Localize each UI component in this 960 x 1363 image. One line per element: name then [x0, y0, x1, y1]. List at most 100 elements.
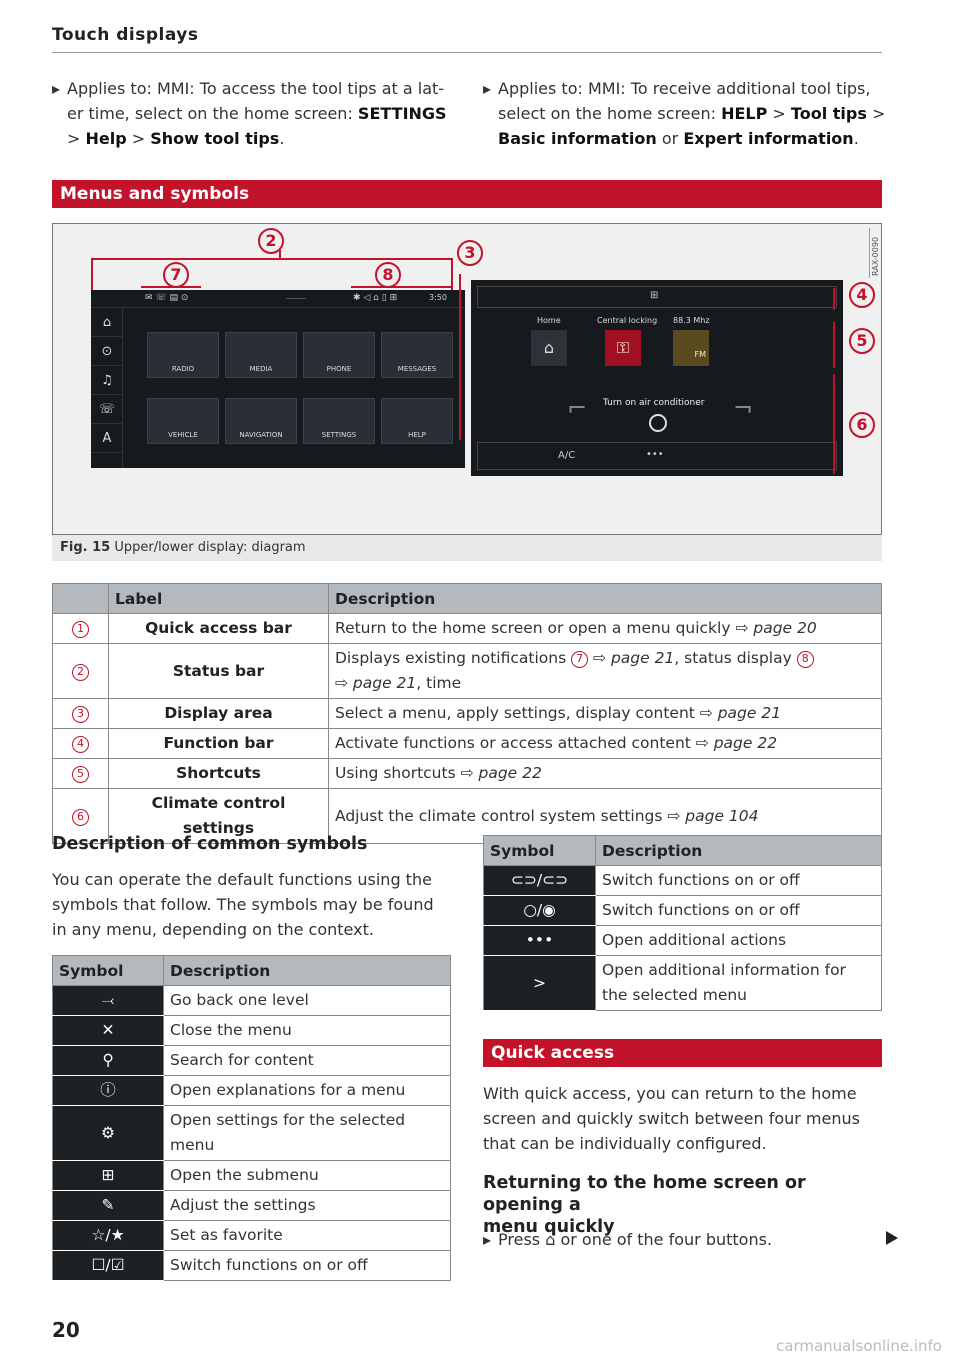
tile-radio[interactable]: RADIO: [147, 332, 219, 378]
tile-settings[interactable]: SETTINGS: [303, 398, 375, 444]
home-icon: ⌂: [545, 1230, 556, 1249]
symbol-desc: Open additional actions: [595, 925, 882, 956]
section-quick-access: Quick access: [483, 1039, 882, 1067]
desc-line: menu: [170, 1136, 215, 1154]
callout-3: 3: [457, 240, 483, 266]
header-symbol: Symbol: [52, 955, 164, 986]
checkbox-icon: ☐/☑: [52, 1250, 164, 1281]
page-ref[interactable]: ⇨ page 22: [460, 764, 542, 782]
bullet-icon: ▸: [483, 79, 492, 98]
tile-media[interactable]: MEDIA: [225, 332, 297, 378]
leader-line: [833, 288, 835, 310]
radio-icon[interactable]: ⊙: [91, 337, 123, 366]
tile-navigation[interactable]: NAVIGATION: [225, 398, 297, 444]
intro-line: in any menu, depending on the context.: [52, 920, 374, 939]
or: or: [656, 129, 684, 148]
tile-messages[interactable]: MESSAGES: [381, 332, 453, 378]
intro-right-expert: Expert information: [683, 129, 854, 148]
figure-caption: Fig. 15 Upper/lower display: diagram: [52, 535, 882, 561]
table-row: 5 Shortcuts Using shortcuts ⇨ page 22: [52, 758, 882, 789]
caption-text: Upper/lower display: diagram: [114, 540, 306, 555]
page-ref[interactable]: ⇨ page 21: [699, 704, 782, 722]
shortcut-locking-icon[interactable]: ⚿: [605, 330, 641, 366]
table-row: ☆/★Set as favorite: [52, 1220, 451, 1251]
chevron-right-icon: >: [483, 955, 596, 1011]
phone-icon[interactable]: ☏: [91, 395, 123, 424]
intro-right-line1: Applies to: MMI: To receive additional t…: [498, 79, 871, 98]
quick-access-bar: ⌂ ⊙ ♫ ☏ A: [91, 308, 123, 468]
callout-7: 7: [163, 262, 189, 288]
status-bar: ✉ ☏ ▤ ⊙ ✱ ◁ ⌂ ▯ ⊞ 3:50: [91, 290, 465, 308]
circle-number: 3: [72, 706, 89, 723]
desc-text: Activate functions or access attached co…: [335, 734, 696, 752]
page-ref[interactable]: ⇨ page 21: [335, 674, 417, 692]
desc-line: the selected menu: [602, 986, 748, 1004]
leader-line: [833, 322, 835, 368]
intro-left-settings: SETTINGS: [357, 104, 447, 123]
tile-label: PHONE: [326, 365, 352, 373]
watermark: carmanualsonline.info: [776, 1337, 942, 1355]
table-row: ○/◉Switch functions on or off: [483, 895, 882, 926]
heading-line: menu quickly: [483, 1217, 615, 1237]
symbol-desc: Switch functions on or off: [595, 865, 882, 896]
caption-number: Fig. 15: [60, 540, 111, 555]
desc-text: Select a menu, apply settings, display c…: [335, 704, 700, 722]
page-number: 20: [52, 1318, 80, 1342]
ac-power-icon[interactable]: [649, 414, 667, 432]
page-ref[interactable]: ⇨ page 22: [695, 734, 778, 752]
desc-text: Using shortcuts: [335, 764, 461, 782]
bullet-icon: ▸: [483, 1230, 492, 1249]
ac-label[interactable]: A/C: [558, 450, 576, 461]
nav-icon[interactable]: A: [91, 424, 123, 453]
intro-line: You can operate the default functions us…: [52, 870, 432, 889]
more-icon[interactable]: •••: [646, 449, 664, 460]
home-icon[interactable]: ⌂: [91, 308, 123, 337]
step-text: Press: [498, 1230, 546, 1249]
music-icon[interactable]: ♫: [91, 366, 123, 395]
page-ref[interactable]: ⇨ page 104: [667, 806, 759, 825]
sep: >: [67, 129, 86, 148]
row-label: Shortcuts: [108, 758, 329, 789]
intro-right-help: HELP: [721, 104, 768, 123]
header-symbol: Symbol: [483, 835, 596, 866]
shortcut-radio-icon[interactable]: FM: [673, 330, 709, 366]
tile-phone[interactable]: PHONE: [303, 332, 375, 378]
page-ref[interactable]: ⇨ page 20: [735, 619, 817, 637]
row-number: 1: [52, 613, 109, 644]
desc-text: , status display: [674, 649, 797, 667]
seat-right-icon: ¬: [733, 394, 754, 422]
circle-number: 2: [72, 663, 89, 681]
row-number: 2: [52, 643, 109, 699]
table-row: 2 Status bar Displays existing notificat…: [52, 643, 882, 699]
intro-left-line1: Applies to: MMI: To access the tool tips…: [67, 79, 445, 98]
table-row: > Open additional information for the sele…: [483, 955, 882, 1011]
intro-line: symbols that follow. The symbols may be …: [52, 895, 434, 914]
callout-5: 5: [849, 328, 875, 354]
row-label: Quick access bar: [108, 613, 329, 644]
intro-right: ▸ Applies to: MMI: To receive additional…: [483, 76, 893, 151]
row-label: Display area: [108, 698, 329, 729]
function-bar: ⊞: [477, 286, 837, 308]
intro-left-help: Help: [85, 129, 127, 148]
favorite-icon: ☆/★: [52, 1220, 164, 1251]
table-row: ⊂⊃/⊂⊃Switch functions on or off: [483, 865, 882, 896]
tile-label: MESSAGES: [397, 365, 437, 373]
page-ref[interactable]: ⇨ page 21: [588, 649, 675, 667]
period: .: [853, 129, 859, 148]
quick-line: that can be individually configured.: [483, 1134, 767, 1153]
upper-screen: ✉ ☏ ▤ ⊙ ✱ ◁ ⌂ ▯ ⊞ 3:50 ⌂ ⊙ ♫ ☏ A RADIO M…: [91, 290, 465, 468]
tile-help[interactable]: HELP: [381, 398, 453, 444]
step-text: or one of the four buttons.: [555, 1230, 773, 1249]
period: .: [279, 129, 285, 148]
tile-vehicle[interactable]: VEHICLE: [147, 398, 219, 444]
callout-8: 8: [375, 262, 401, 288]
gear-icon: ⚙: [52, 1105, 164, 1161]
shortcut-home-icon[interactable]: ⌂: [531, 330, 567, 366]
desc-line: Open additional information for: [602, 961, 846, 979]
row-description: Displays existing notifications 7 ⇨ page…: [328, 643, 882, 699]
intro-right-tooltips: Tool tips: [790, 104, 867, 123]
desc-text: , time: [416, 674, 462, 692]
seat-left-icon: ⌐: [567, 394, 588, 422]
